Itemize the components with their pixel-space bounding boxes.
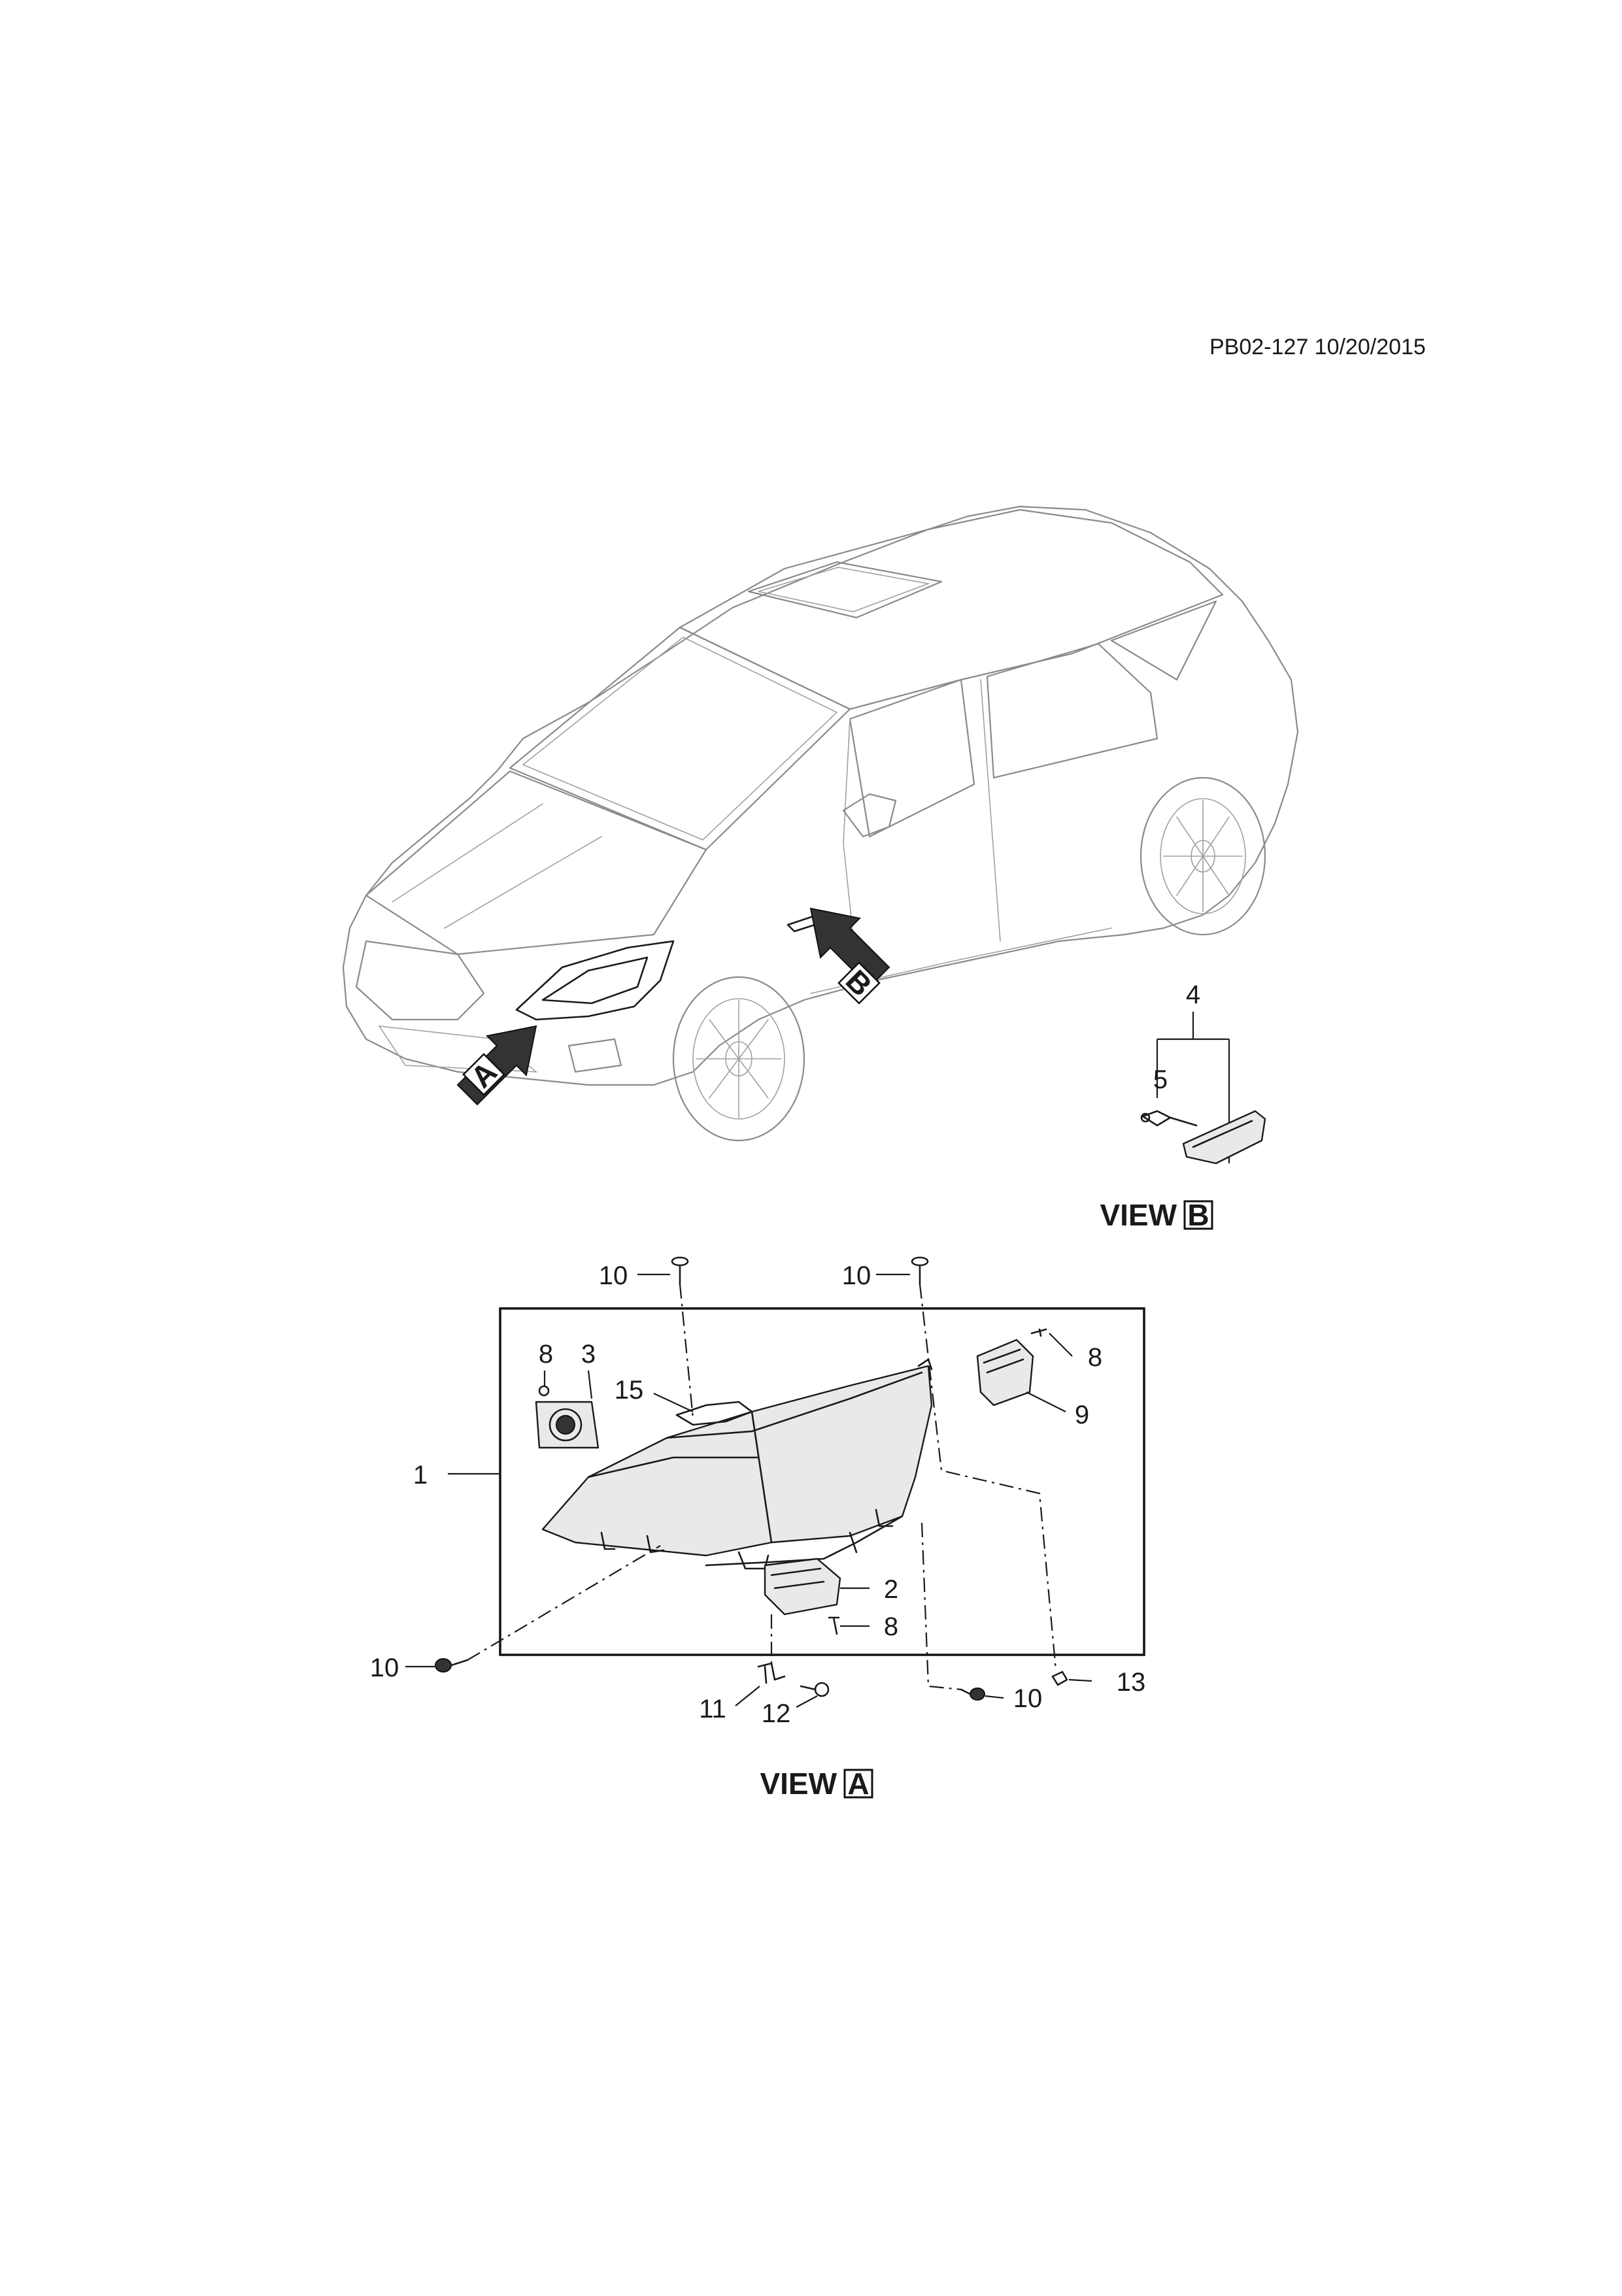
rear-door-line [980,679,1001,942]
install-line-left [467,1545,661,1661]
view-b-word: VIEW [1100,1198,1177,1232]
vehicle-headlamp-inner [541,956,649,1005]
callout-9: 9 [1075,1401,1089,1429]
callout-13-leader [1068,1678,1092,1682]
callout-8-cap: 8 [539,1340,553,1369]
callout-3: 3 [581,1340,596,1369]
windshield [509,626,851,851]
callout-10-left: 10 [370,1654,399,1682]
callout-8-lower: 8 [884,1612,898,1641]
hood [365,770,707,956]
callout-9-leader [1026,1391,1066,1412]
vehicle-overview: A B [342,505,1299,1142]
side-marker-bulb [1140,1110,1198,1127]
view-b-letter: B [1187,1198,1209,1232]
callout-5: 5 [1153,1065,1168,1094]
sunroof [747,561,943,619]
roof [679,508,1224,710]
document-reference: PB02-127 10/20/2015 [1209,335,1426,359]
view-a-letter: A [847,1767,869,1801]
nut-clip [1051,1671,1068,1686]
view-a-letter-box [843,1769,873,1799]
callout-10-top-left: 10 [599,1261,628,1290]
view-a-detail: 1 3 8 15 8 9 2 8 10 10 10 10 11 12 13 VI… [370,1256,1146,1801]
install-line-top-left [679,1284,694,1419]
callout-11: 11 [699,1695,726,1723]
callout-12: 12 [762,1699,791,1728]
install-line-top-right [919,1284,1057,1671]
rear-quarter-window [1110,600,1217,681]
sunroof-inner [758,567,931,612]
callout-4-bracket [1156,1012,1230,1163]
headlamp-assembly [541,1358,933,1570]
windshield-inner [522,637,838,840]
callout-2: 2 [884,1575,898,1604]
callout-3-leader [587,1370,593,1399]
callout-15: 15 [615,1376,644,1405]
side-marker-lamp [1182,1110,1266,1165]
callout-4: 4 [1186,980,1200,1009]
screw-top-right [911,1256,929,1286]
front-wheel [672,976,805,1142]
screw-bottom [960,1688,985,1701]
fog-lamp [567,1038,622,1073]
hood-crease [392,803,602,929]
view-a-word: VIEW [760,1767,837,1801]
callout-10-bottom: 10 [1013,1684,1043,1713]
callout-10-top-right: 10 [842,1261,871,1290]
callout-8-right-leader [1049,1333,1073,1357]
module-lower [764,1557,841,1635]
side-marker-lens-line [1192,1120,1253,1148]
callout-11-leader [735,1686,760,1706]
callout-15-leader [653,1393,694,1412]
front-side-window [849,678,975,838]
vehicle-body-outline [342,505,1299,1086]
callout-10-bottom-leader [985,1695,1004,1699]
cap-rear-left [535,1385,600,1449]
view-b-detail: 4 5 VIEW B [1100,980,1266,1232]
install-line-bottom [921,1522,962,1691]
module-right [976,1328,1047,1406]
rear-side-window [986,642,1158,779]
grille [355,940,485,1021]
side-mirror [842,793,897,838]
callout-12-leader [796,1695,818,1708]
bracket-part [757,1662,786,1684]
callout-1: 1 [413,1461,428,1489]
view-b-letter-box [1183,1200,1213,1230]
callout-8-right: 8 [1088,1343,1102,1372]
lower-grille [378,1025,538,1073]
vehicle-headlamp-highlight [515,940,675,1021]
arrow-a-marker: A [456,1025,537,1106]
bolt-bracket [800,1682,830,1697]
screw-left [435,1658,469,1672]
callout-13: 13 [1117,1668,1146,1697]
view-a-frame [499,1307,1145,1656]
screw-top-left [671,1256,689,1286]
rear-wheel [1140,776,1266,936]
arrow-b-marker: B [809,907,890,1005]
